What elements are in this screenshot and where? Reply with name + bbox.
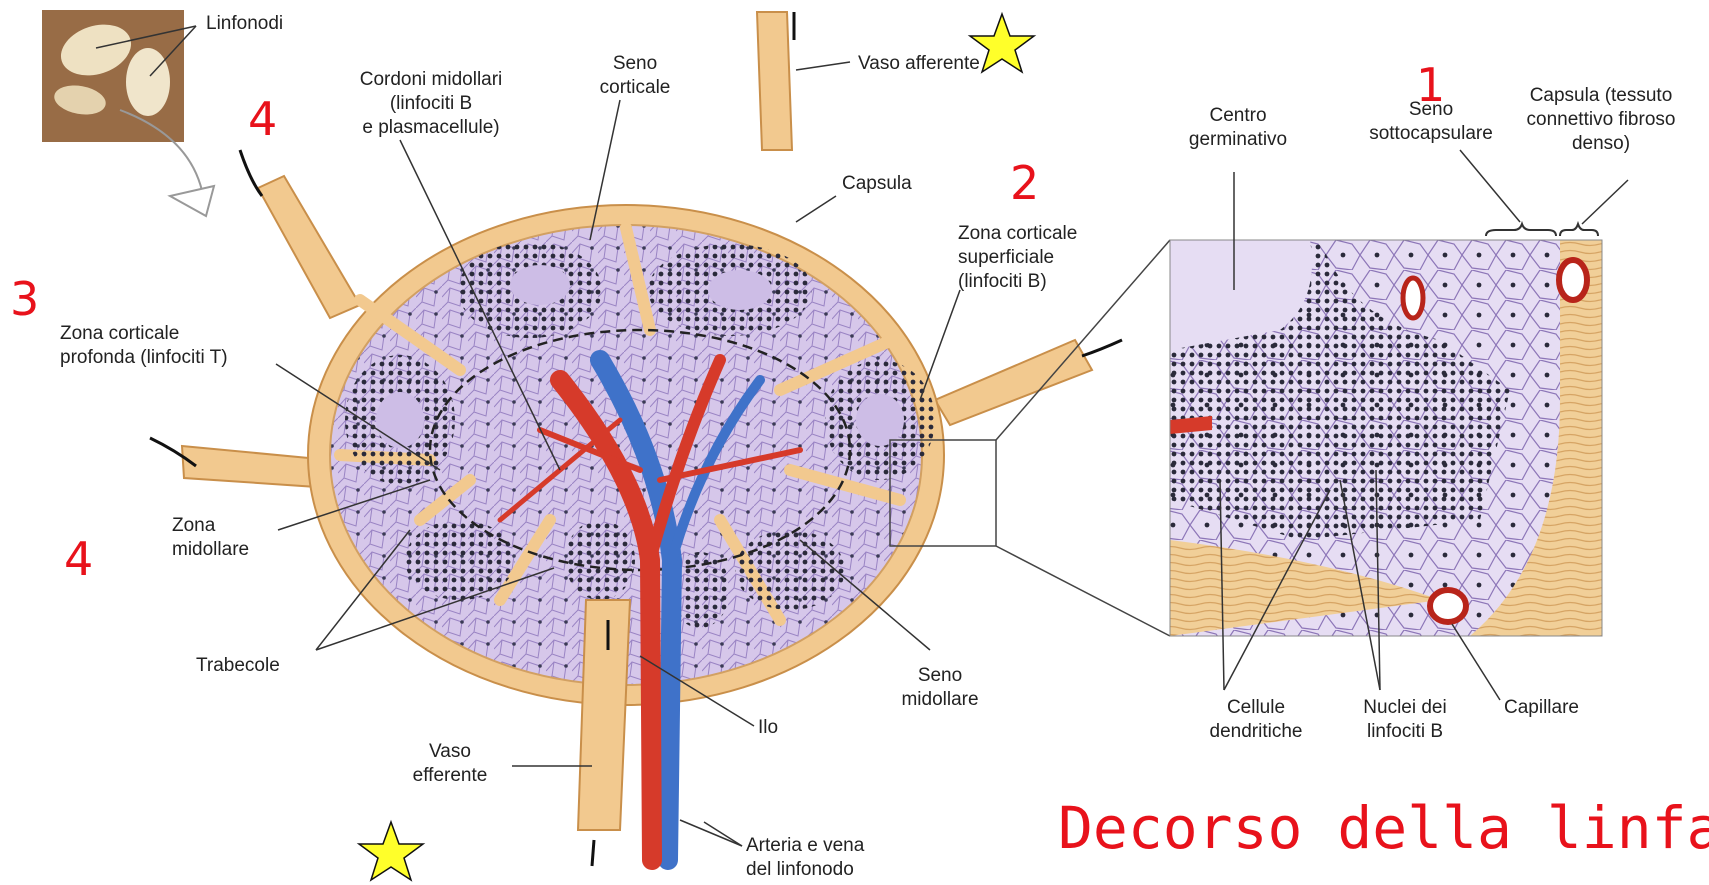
step-number-2: 2: [1010, 160, 1039, 206]
inset-braces: [1486, 224, 1598, 236]
label-capsula: Capsula: [842, 172, 912, 196]
label-zona-corticale-superficiale: Zona corticale superficiale (linfociti B…: [958, 222, 1077, 294]
label-vaso-efferente: Vaso efferente: [400, 740, 500, 788]
label-capsula-tessuto: Capsula (tessuto connettivo fibroso dens…: [1498, 84, 1704, 156]
star-icon: [359, 822, 423, 880]
photo-arrow-head: [170, 186, 214, 216]
label-trabecole: Trabecole: [196, 654, 280, 678]
zoom-connector-bottom: [996, 546, 1170, 636]
label-cellule-dendritiche: Cellule dendritiche: [1196, 696, 1316, 744]
label-ilo: Ilo: [758, 716, 778, 740]
label-capillare: Capillare: [1504, 696, 1579, 720]
label-zona-midollare: Zona midollare: [172, 514, 249, 562]
label-centro-germinativo: Centro germinativo: [1178, 104, 1298, 152]
step-number-1: 1: [1416, 62, 1445, 108]
label-cordoni-midollari: Cordoni midollari (linfociti B e plasmac…: [336, 68, 526, 140]
label-nuclei-linfociti: Nuclei dei linfociti B: [1350, 696, 1460, 744]
label-seno-corticale: Seno corticale: [580, 52, 690, 100]
step-number-3: 3: [10, 276, 39, 322]
step-number-4-top: 4: [248, 96, 277, 142]
lymph-node-photo: [42, 10, 184, 142]
efferent-vessel: [578, 600, 630, 830]
step-number-4-bottom: 4: [64, 536, 93, 582]
histology-inset: [1170, 240, 1602, 636]
diagram-title: Decorso della linfa: [1058, 796, 1709, 860]
label-vaso-afferente: Vaso afferente: [858, 52, 980, 76]
label-zona-corticale-profonda: Zona corticale profonda (linfociti T): [60, 322, 228, 370]
label-arteria-vena: Arteria e vena del linfonodo: [746, 834, 864, 882]
label-linfonodi: Linfonodi: [206, 12, 283, 36]
label-seno-midollare: Seno midollare: [880, 664, 1000, 712]
